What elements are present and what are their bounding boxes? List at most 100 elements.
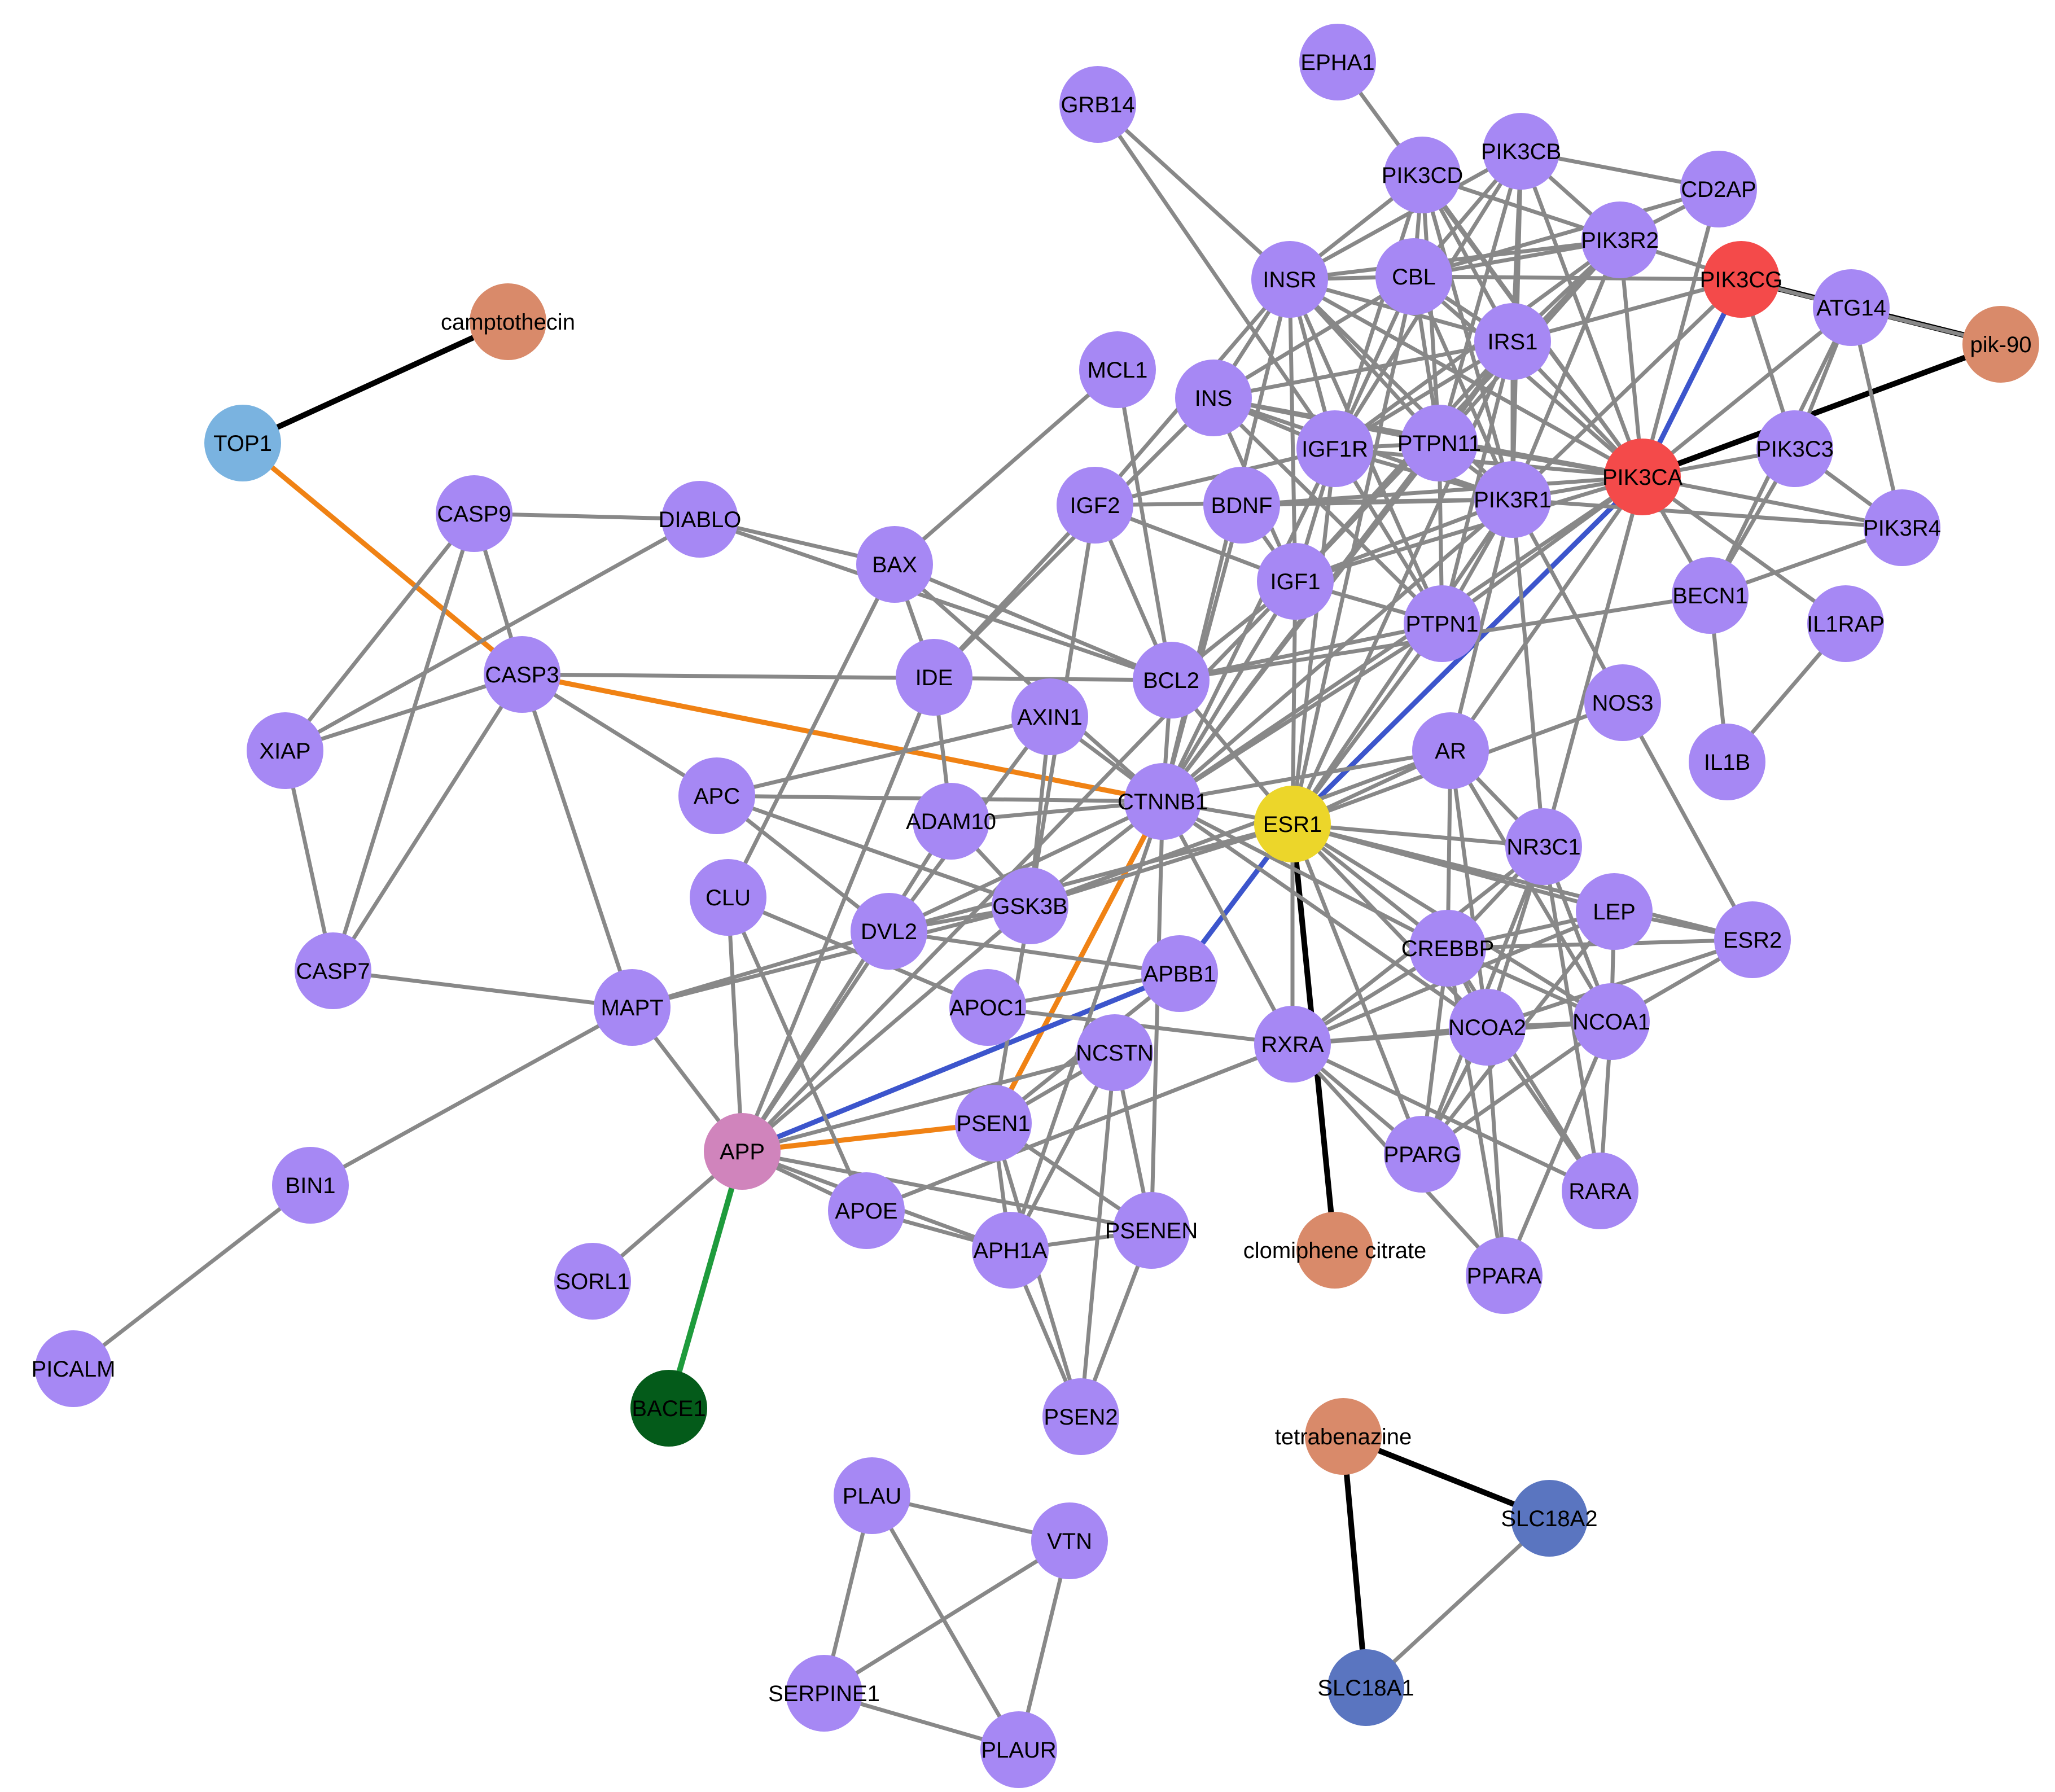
- node-nr3c1[interactable]: NR3C1: [1505, 808, 1582, 885]
- node-top1[interactable]: TOP1: [204, 405, 281, 481]
- node-pik3c3[interactable]: PIK3C3: [1756, 410, 1834, 487]
- node-circle[interactable]: [1562, 1153, 1638, 1229]
- node-circle[interactable]: [1449, 989, 1526, 1066]
- node-apoc1[interactable]: APOC1: [949, 969, 1026, 1046]
- node-ins[interactable]: INS: [1175, 360, 1252, 436]
- node-circle[interactable]: [1401, 405, 1478, 481]
- node-circle[interactable]: [1031, 1502, 1108, 1579]
- node-circle[interactable]: [1505, 808, 1582, 885]
- node-circle[interactable]: [1714, 901, 1791, 978]
- node-rara[interactable]: RARA: [1562, 1153, 1638, 1229]
- node-apc[interactable]: APC: [678, 757, 755, 834]
- node-atg14[interactable]: ATG14: [1813, 269, 1890, 346]
- node-plau[interactable]: PLAU: [834, 1457, 910, 1534]
- node-becn1[interactable]: BECN1: [1672, 557, 1749, 634]
- node-circle[interactable]: [1864, 489, 1940, 566]
- node-camptothecin[interactable]: camptothecin: [441, 283, 575, 360]
- node-circle[interactable]: [896, 639, 972, 716]
- node-epha1[interactable]: EPHA1: [1299, 24, 1376, 100]
- node-circle[interactable]: [828, 1172, 905, 1249]
- node-circle[interactable]: [1756, 410, 1833, 487]
- node-circle[interactable]: [1375, 238, 1452, 315]
- node-circle[interactable]: [594, 969, 671, 1046]
- node-bdnf[interactable]: BDNF: [1203, 467, 1280, 544]
- node-circle[interactable]: [272, 1147, 349, 1224]
- node-mcl1[interactable]: MCL1: [1079, 331, 1156, 408]
- node-pik3cb[interactable]: PIK3CB: [1481, 113, 1561, 190]
- node-circle[interactable]: [972, 1212, 1049, 1289]
- node-pparg[interactable]: PPARG: [1383, 1116, 1461, 1193]
- node-pik3cg[interactable]: PIK3CG: [1700, 241, 1783, 318]
- node-circle[interactable]: [1813, 269, 1890, 346]
- node-circle[interactable]: [851, 893, 927, 970]
- node-circle[interactable]: [436, 475, 512, 552]
- node-aph1a[interactable]: APH1A: [972, 1212, 1049, 1289]
- node-circle[interactable]: [834, 1457, 910, 1534]
- node-nos3[interactable]: NOS3: [1584, 664, 1661, 741]
- node-circle[interactable]: [1412, 712, 1489, 789]
- node-circle[interactable]: [35, 1330, 112, 1407]
- node-circle[interactable]: [1327, 1649, 1404, 1726]
- node-circle[interactable]: [1807, 585, 1884, 662]
- node-slc18a2[interactable]: SLC18A2: [1501, 1480, 1598, 1557]
- node-insr[interactable]: INSR: [1251, 241, 1328, 318]
- node-cd2ap[interactable]: CD2AP: [1680, 151, 1757, 227]
- node-circle[interactable]: [1576, 873, 1653, 950]
- node-circle[interactable]: [786, 1655, 862, 1732]
- node-circle[interactable]: [295, 932, 371, 1009]
- node-circle[interactable]: [955, 1085, 1032, 1162]
- node-circle[interactable]: [980, 1711, 1057, 1788]
- node-circle[interactable]: [204, 405, 281, 481]
- node-ncstn[interactable]: NCSTN: [1076, 1014, 1154, 1091]
- node-circle[interactable]: [1689, 724, 1765, 800]
- node-casp9[interactable]: CASP9: [436, 475, 512, 552]
- node-clu[interactable]: CLU: [690, 859, 766, 936]
- node-il1rap[interactable]: IL1RAP: [1807, 585, 1885, 662]
- node-psen1[interactable]: PSEN1: [955, 1085, 1032, 1162]
- node-ppara[interactable]: PPARA: [1466, 1237, 1543, 1314]
- node-circle[interactable]: [949, 969, 1026, 1046]
- node-adam10[interactable]: ADAM10: [906, 783, 996, 860]
- node-circle[interactable]: [1573, 983, 1650, 1060]
- node-picalm[interactable]: PICALM: [32, 1330, 116, 1407]
- node-circle[interactable]: [1604, 439, 1681, 515]
- node-pik3cd[interactable]: PIK3CD: [1382, 137, 1464, 213]
- node-circle[interactable]: [1133, 642, 1210, 718]
- node-dvl2[interactable]: DVL2: [851, 893, 927, 970]
- node-lep[interactable]: LEP: [1576, 873, 1653, 950]
- node-bax[interactable]: BAX: [856, 526, 933, 603]
- node-sorl1[interactable]: SORL1: [554, 1243, 631, 1320]
- node-axin1[interactable]: AXIN1: [1011, 678, 1088, 755]
- node-circle[interactable]: [1254, 786, 1331, 862]
- node-circle[interactable]: [1124, 763, 1201, 840]
- node-circle[interactable]: [1299, 24, 1376, 100]
- node-il1b[interactable]: IL1B: [1689, 724, 1765, 800]
- node-circle[interactable]: [1466, 1237, 1543, 1314]
- node-cbl[interactable]: CBL: [1375, 238, 1452, 315]
- node-ctnnb1[interactable]: CTNNB1: [1118, 763, 1208, 840]
- node-circle[interactable]: [1141, 935, 1218, 1012]
- node-irs1[interactable]: IRS1: [1474, 303, 1551, 380]
- node-circle[interactable]: [1254, 1006, 1331, 1083]
- node-diablo[interactable]: DIABLO: [659, 481, 742, 558]
- node-circle[interactable]: [1474, 303, 1551, 380]
- node-psenen[interactable]: PSENEN: [1105, 1192, 1198, 1269]
- node-circle[interactable]: [470, 283, 546, 360]
- node-psen2[interactable]: PSEN2: [1042, 1378, 1119, 1455]
- node-ncoa1[interactable]: NCOA1: [1572, 983, 1650, 1060]
- node-circle[interactable]: [1203, 467, 1280, 544]
- node-casp7[interactable]: CASP7: [295, 932, 371, 1009]
- node-circle[interactable]: [1059, 66, 1136, 143]
- node-plaur[interactable]: PLAUR: [980, 1711, 1057, 1788]
- node-pik3r1[interactable]: PIK3R1: [1474, 461, 1552, 538]
- node-tetrabenazine[interactable]: tetrabenazine: [1275, 1398, 1412, 1475]
- node-apoe[interactable]: APOE: [828, 1172, 905, 1249]
- node-circle[interactable]: [1483, 113, 1559, 190]
- node-circle[interactable]: [690, 859, 766, 936]
- node-circle[interactable]: [484, 636, 560, 713]
- node-circle[interactable]: [247, 712, 323, 789]
- node-bace1[interactable]: BACE1: [630, 1370, 707, 1447]
- node-circle[interactable]: [913, 783, 989, 860]
- node-slc18a1[interactable]: SLC18A1: [1317, 1649, 1414, 1726]
- node-circle[interactable]: [1257, 543, 1334, 620]
